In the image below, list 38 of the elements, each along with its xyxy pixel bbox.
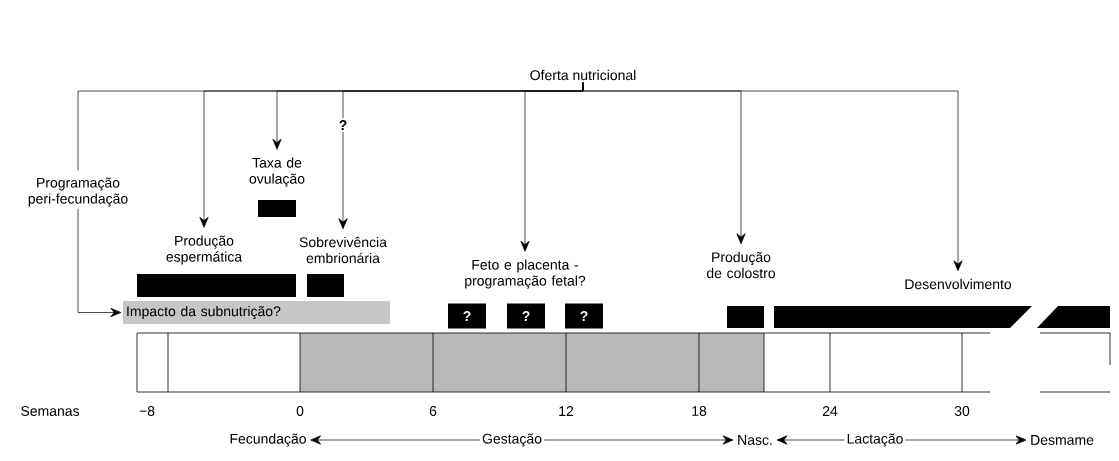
tick-label: 18 (692, 406, 707, 416)
period-bar (727, 306, 764, 328)
connector-arrow (77, 208, 122, 318)
event-label: Fecundação (230, 433, 306, 447)
event-label: Desmame (1031, 435, 1094, 445)
tick-label: 6 (429, 406, 437, 416)
stage-label: Produção espermática (166, 235, 243, 265)
heading-text: Oferta nutricional (530, 69, 636, 81)
stage-label: Produção de colostro (706, 251, 776, 279)
stage-label: Taxa de ovulação (249, 157, 305, 187)
event-label: Nasc. (738, 435, 772, 445)
question-box: ? (565, 303, 603, 329)
stage-label: Programação peri-fecundação (28, 177, 128, 207)
branch-arrow (582, 82, 963, 272)
period-bar (258, 200, 296, 217)
tick-label: 12 (559, 406, 574, 416)
tick-label: 0 (296, 406, 304, 416)
stage-label: Desenvolvimento (905, 278, 1012, 290)
tick-label: 30 (954, 406, 970, 416)
axis-title: Semanas (21, 406, 80, 416)
period-bar (774, 306, 1032, 328)
stage-label: Feto e placenta - programação fetal? (465, 259, 586, 289)
timeline-arrow (905, 435, 1027, 445)
period-bar (1037, 306, 1110, 328)
edge-label: ? (336, 118, 350, 132)
tick-label: 24 (822, 406, 838, 416)
timeline-arrow (543, 435, 734, 445)
period-bar (137, 274, 296, 297)
impact-bar: Impacto da subnutrição? (123, 301, 390, 324)
phase-label: Lactação (847, 433, 903, 447)
period-bar (307, 274, 344, 297)
phase-label: Gestação (482, 433, 542, 447)
stage-label: Sobrevivência embrionária (299, 236, 387, 264)
question-box: ? (507, 303, 545, 329)
timeline-arrow (776, 435, 845, 445)
tick-label: −8 (139, 406, 155, 416)
question-box: ? (448, 303, 486, 329)
timeline-arrow (310, 435, 481, 445)
